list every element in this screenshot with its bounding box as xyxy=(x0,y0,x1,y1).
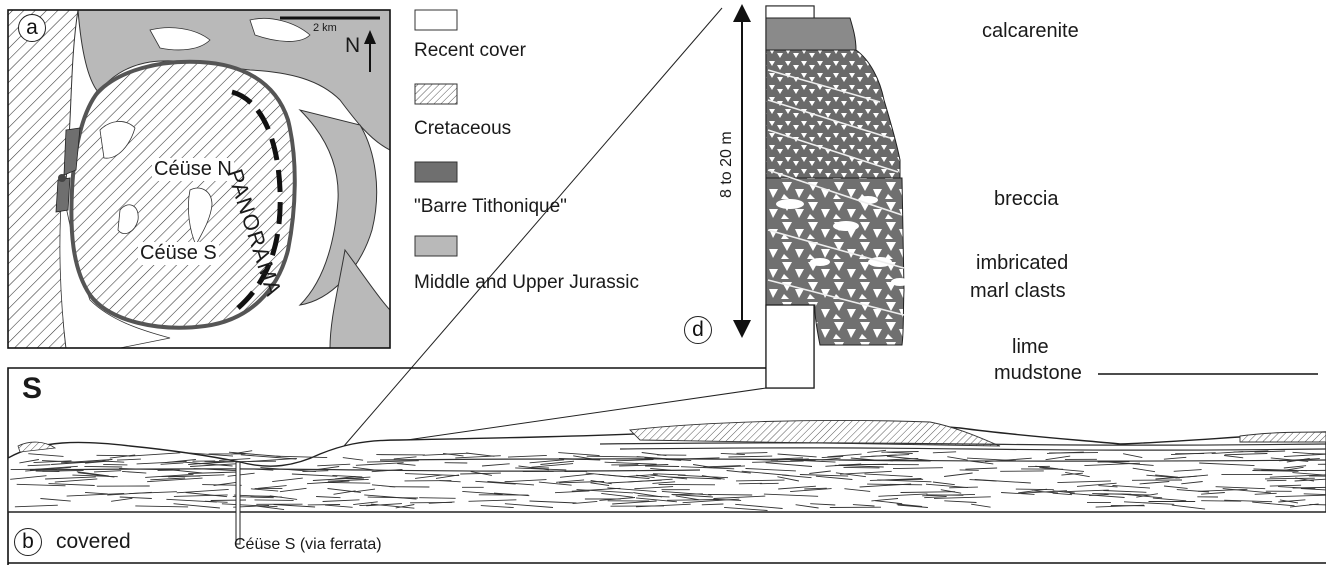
lith-imbricated-1: imbricated xyxy=(976,252,1068,275)
bedding-stroke xyxy=(419,498,455,499)
bedding-stroke xyxy=(103,464,127,465)
bedding-stroke xyxy=(645,466,679,467)
legend-label-cretaceous: Cretaceous xyxy=(414,118,511,140)
bedding-stroke xyxy=(1201,501,1241,502)
legend-swatch-recent-cover xyxy=(415,10,457,30)
legend-label-jurassic: Middle and Upper Jurassic xyxy=(414,272,639,294)
bedding-stroke xyxy=(1016,489,1054,490)
bedding-stroke xyxy=(708,494,752,495)
north-label: N xyxy=(345,34,360,58)
lith-lime-1: lime xyxy=(1012,336,1049,359)
calcarenite-bed xyxy=(766,18,856,50)
bedding-stroke xyxy=(1301,470,1326,471)
site-label: Céüse S (via ferrata) xyxy=(234,536,382,554)
legend-label-barre-tithonique: "Barre Tithonique" xyxy=(414,196,567,218)
panel-b-label: b xyxy=(14,528,42,556)
bedding-stroke xyxy=(255,500,294,501)
covered-label: covered xyxy=(56,530,131,554)
bedding-stroke xyxy=(36,471,60,472)
panorama-panel xyxy=(8,368,1326,565)
legend-swatch-jurassic xyxy=(415,236,457,256)
lith-breccia: breccia xyxy=(994,188,1058,211)
thickness-label: 8 to 20 m xyxy=(718,131,736,198)
place-ceuse-south: Céüse S xyxy=(138,242,219,265)
sedimentary-log xyxy=(344,4,1318,448)
breccia-upper-bed xyxy=(766,50,900,178)
bedding-stroke xyxy=(211,500,246,501)
lith-imbricated-2: marl clasts xyxy=(970,280,1066,303)
lith-lime-2: mudstone xyxy=(994,362,1082,385)
lith-calcarenite: calcarenite xyxy=(982,20,1079,43)
bedding-stroke xyxy=(739,483,762,484)
scale-label: 2 km xyxy=(313,22,337,34)
panel-a-label: a xyxy=(18,14,46,42)
legend-swatch-barre-tithonique xyxy=(415,162,457,182)
bedding-stroke xyxy=(1267,480,1287,481)
bedding-stroke xyxy=(844,467,880,468)
via-ferrata-marker xyxy=(236,462,240,544)
direction-label: S xyxy=(22,372,42,406)
bedding-stroke xyxy=(223,461,276,462)
legend-label-recent-cover: Recent cover xyxy=(414,40,526,62)
bedding-stroke xyxy=(84,466,122,467)
bedding-stroke xyxy=(161,476,200,477)
zoom-line-upper xyxy=(344,8,722,446)
legend-swatch-cretaceous xyxy=(415,84,457,104)
panel-d-label: d xyxy=(684,316,712,344)
